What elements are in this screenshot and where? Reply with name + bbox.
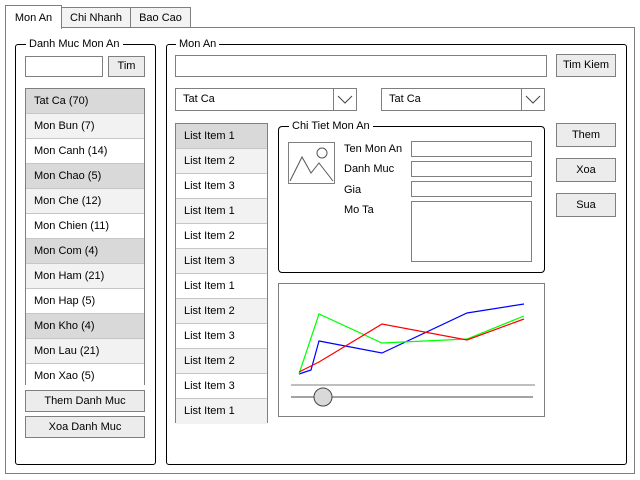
dish-search-input[interactable] [175,55,547,77]
category-item[interactable]: Mon Chao (5) [26,164,144,189]
chevron-down-icon[interactable] [521,89,544,110]
category-item[interactable]: Mon Hap (5) [26,289,144,314]
category-item[interactable]: Mon Chien (11) [26,214,144,239]
category-item[interactable]: Mon Bun (7) [26,114,144,139]
price-label: Gia [344,184,362,196]
list-item[interactable]: List Item 3 [176,249,267,274]
category-list[interactable]: Tat Ca (70) Mon Bun (7) Mon Canh (14) Mo… [25,88,145,389]
category-item[interactable]: Mon Lau (21) [26,339,144,364]
filter-select-2[interactable]: Tat Ca [381,88,545,111]
category-item[interactable]: Mon Canh (14) [26,139,144,164]
list-item[interactable]: List Item 2 [176,224,267,249]
tab-panel [5,27,635,474]
category-item[interactable]: Mon Com (4) [26,239,144,264]
edit-dish-button[interactable]: Sua [556,193,616,217]
list-item[interactable]: List Item 1 [176,199,267,224]
category-item[interactable]: Mon Ham (21) [26,264,144,289]
name-label: Ten Mon An [344,143,403,155]
list-item[interactable]: List Item 3 [176,174,267,199]
category-search-button[interactable]: Tim [108,56,145,77]
chart-series-line [298,303,525,375]
filter-select-2-value: Tat Ca [389,93,421,105]
delete-dish-button[interactable]: Xoa [556,158,616,182]
chart-panel [278,283,545,417]
tab-mon-an-active[interactable]: Mon An [5,5,62,29]
category-item[interactable]: Tat Ca (70) [26,89,144,114]
category-item[interactable]: Mon Kho (4) [26,314,144,339]
tab-chi-nhanh[interactable]: Chi Nhanh [61,7,131,28]
delete-category-button[interactable]: Xoa Danh Muc [25,416,145,438]
description-field[interactable] [411,201,532,262]
chart-series-line [298,313,525,375]
price-field[interactable] [411,181,532,197]
detail-legend: Chi Tiet Mon An [289,120,373,132]
name-field[interactable] [411,141,532,157]
list-item[interactable]: List Item 3 [176,374,267,399]
list-item[interactable]: List Item 1 [176,124,267,149]
category-item[interactable]: Mon Che (12) [26,189,144,214]
image-placeholder-icon [288,142,335,184]
list-item[interactable]: List Item 2 [176,349,267,374]
list-item[interactable]: List Item 1 [176,399,267,424]
category-field[interactable] [411,161,532,177]
tab-bao-cao[interactable]: Bao Cao [130,7,191,28]
category-label: Danh Muc [344,163,395,175]
category-item[interactable]: Mon Xao (5) [26,364,144,389]
dish-list[interactable]: List Item 1 List Item 2 List Item 3 List… [175,123,268,424]
add-dish-button[interactable]: Them [556,123,616,147]
chevron-down-icon[interactable] [333,89,356,110]
category-legend: Danh Muc Mon An [26,38,123,50]
slider-thumb[interactable] [313,387,333,407]
list-item[interactable]: List Item 2 [176,149,267,174]
list-item[interactable]: List Item 3 [176,324,267,349]
line-chart [291,303,535,407]
category-search-input[interactable] [25,56,103,77]
chart-series-line [298,318,525,373]
list-item[interactable]: List Item 1 [176,274,267,299]
add-category-button[interactable]: Them Danh Muc [25,390,145,412]
dish-group [166,44,627,465]
filter-select-1-value: Tat Ca [183,93,215,105]
detail-group [278,126,545,273]
list-item[interactable]: List Item 2 [176,299,267,324]
dish-legend: Mon An [176,38,220,50]
filter-select-1[interactable]: Tat Ca [175,88,357,111]
description-label: Mo Ta [344,204,374,216]
dish-search-button[interactable]: Tim Kiem [556,54,616,77]
